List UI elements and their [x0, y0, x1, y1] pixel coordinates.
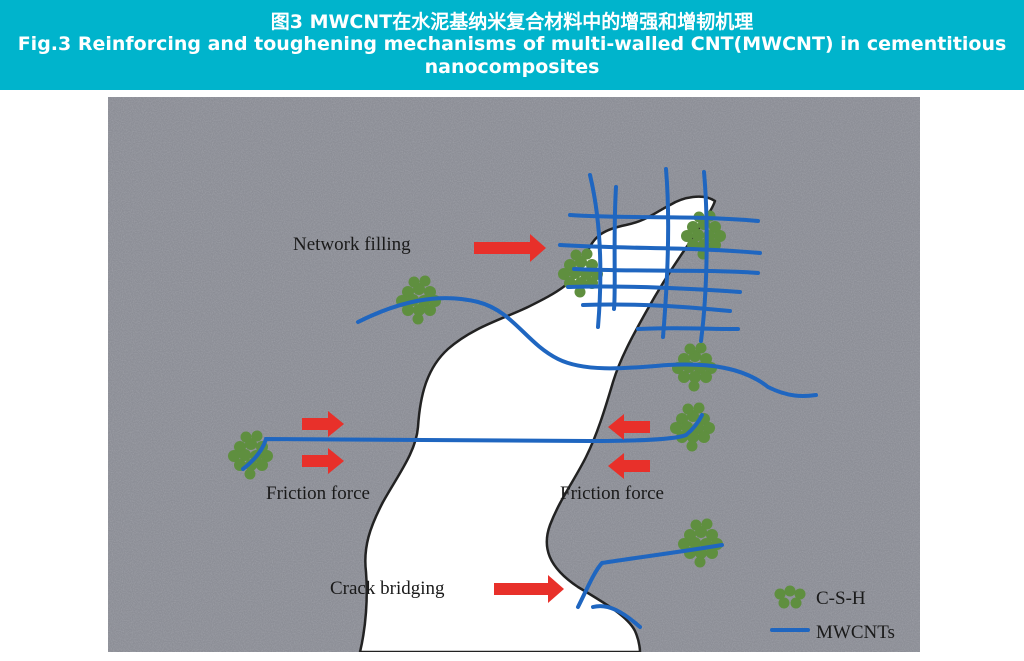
mwcnt-friction-pullout — [241, 413, 704, 471]
mwcnt-network-v3 — [661, 167, 671, 339]
mwcnt-network-h4 — [566, 284, 742, 294]
mechanism-diagram: Network filling Friction force Friction … — [108, 97, 920, 652]
force-arrows — [302, 234, 650, 603]
label-friction-left: Friction force — [266, 483, 370, 504]
legend-csh-icon — [774, 585, 806, 609]
label-network-filling: Network filling — [293, 234, 411, 255]
legend-mwcnt-label: MWCNTs — [816, 622, 895, 643]
arrow-friction-right-bottom — [608, 453, 650, 479]
mwcnt-fibers — [241, 167, 818, 629]
arrow-friction-left-bottom — [302, 448, 344, 474]
crack — [358, 195, 717, 652]
label-crack-bridging: Crack bridging — [330, 578, 445, 599]
mwcnt-network-h5 — [581, 302, 732, 313]
label-friction-right: Friction force — [560, 483, 664, 504]
caption-chinese: 图3 MWCNT在水泥基纳米复合材料中的增强和增韧机理 — [270, 11, 754, 33]
arrow-network-filling — [474, 234, 546, 262]
mwcnt-network-h3 — [572, 267, 760, 275]
arrow-friction-left-top — [302, 411, 344, 437]
mwcnt-network-h1 — [568, 213, 760, 223]
mwcnt-network-v4 — [699, 170, 709, 343]
mwcnt-network-h2 — [558, 243, 762, 255]
arrow-crack-bridging — [494, 575, 564, 603]
legend: C-S-H MWCNTs — [770, 585, 895, 643]
diagram-canvas: Network filling Friction force Friction … — [108, 97, 920, 652]
figure-caption-banner: 图3 MWCNT在水泥基纳米复合材料中的增强和增韧机理 Fig.3 Reinfo… — [0, 0, 1024, 90]
legend-csh-label: C-S-H — [816, 588, 866, 609]
arrow-friction-right-top — [608, 414, 650, 440]
mwcnt-network-v2 — [612, 185, 618, 311]
mwcnt-bridging-2 — [591, 604, 642, 629]
mwcnt-network-h6 — [636, 326, 740, 331]
mwcnt-bridging-1 — [576, 543, 724, 609]
caption-english: Fig.3 Reinforcing and toughening mechani… — [17, 33, 1007, 78]
mwcnt-network-v1 — [588, 173, 603, 329]
mwcnt-long-wavy — [356, 296, 818, 398]
